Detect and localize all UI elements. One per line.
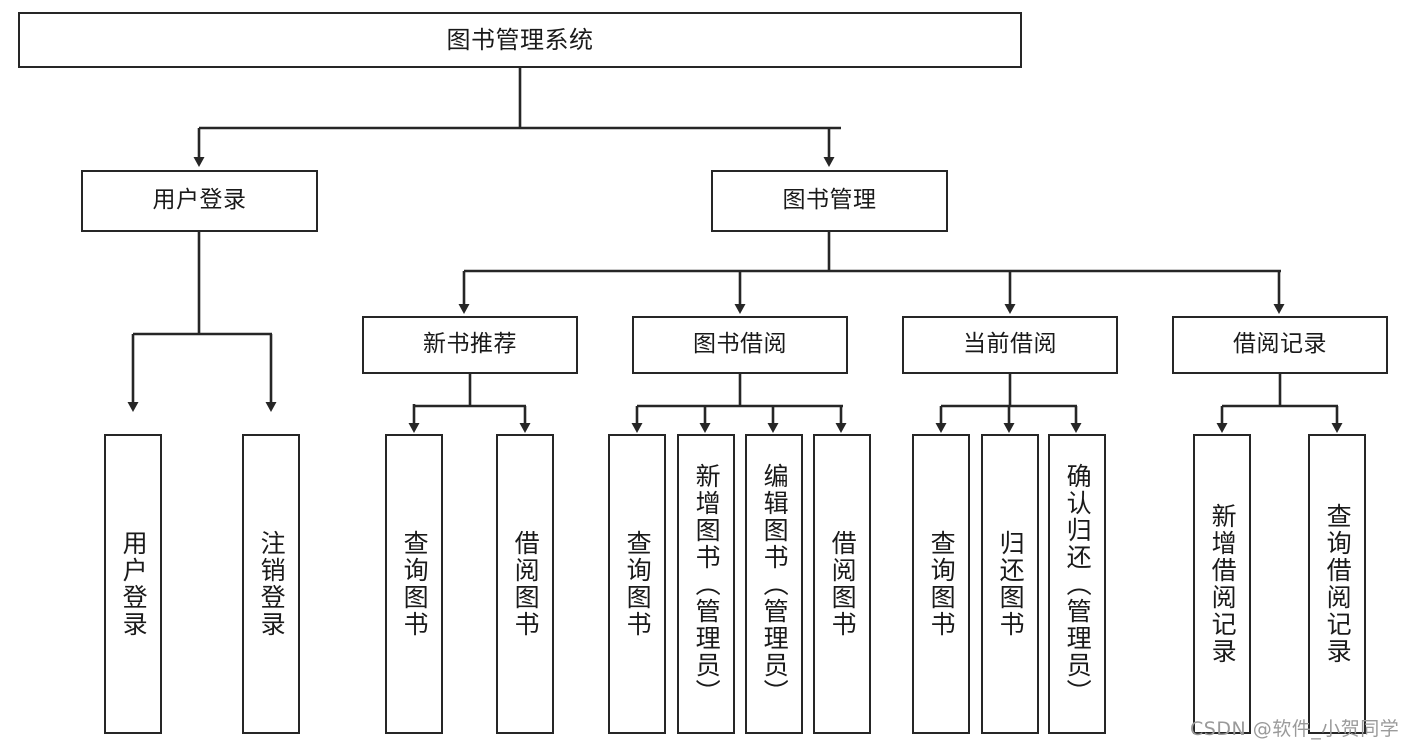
leaf-add-book-admin[interactable]: 新增图书（管理员） — [677, 434, 735, 734]
node-label: 图书借阅 — [693, 331, 787, 358]
node-user-login[interactable]: 用户登录 — [81, 170, 318, 232]
node-borrow-record[interactable]: 借阅记录 — [1172, 316, 1388, 374]
node-label: 归还图书 — [996, 530, 1026, 638]
node-label: 新增图书（管理员） — [692, 462, 722, 706]
node-label: 查询图书 — [623, 530, 653, 638]
leaf-query-book-current[interactable]: 查询图书 — [912, 434, 970, 734]
node-current-borrow[interactable]: 当前借阅 — [902, 316, 1118, 374]
leaf-add-borrow-record[interactable]: 新增借阅记录 — [1193, 434, 1251, 734]
leaf-query-book-borrow[interactable]: 查询图书 — [608, 434, 666, 734]
leaf-confirm-return-admin[interactable]: 确认归还（管理员） — [1048, 434, 1106, 734]
node-label: 查询图书 — [400, 530, 430, 638]
leaf-edit-book-admin[interactable]: 编辑图书（管理员） — [745, 434, 803, 734]
node-new-book-recommend[interactable]: 新书推荐 — [362, 316, 578, 374]
node-book-management[interactable]: 图书管理 — [711, 170, 948, 232]
node-label: 查询图书 — [927, 530, 957, 638]
leaf-query-borrow-record[interactable]: 查询借阅记录 — [1308, 434, 1366, 734]
node-label: 借阅记录 — [1233, 331, 1327, 358]
leaf-user-login[interactable]: 用户登录 — [104, 434, 162, 734]
node-label: 用户登录 — [119, 530, 149, 638]
node-label: 新书推荐 — [423, 331, 517, 358]
node-root-book-management-system[interactable]: 图书管理系统 — [18, 12, 1022, 68]
node-label: 确认归还（管理员） — [1063, 462, 1093, 706]
leaf-borrow-book[interactable]: 借阅图书 — [813, 434, 871, 734]
node-label: 图书管理 — [782, 187, 877, 214]
node-label: 查询借阅记录 — [1323, 503, 1353, 665]
node-label: 编辑图书（管理员） — [760, 462, 790, 706]
node-label: 图书管理系统 — [446, 25, 594, 54]
node-label: 新增借阅记录 — [1208, 503, 1238, 665]
leaf-logout[interactable]: 注销登录 — [242, 434, 300, 734]
node-label: 借阅图书 — [511, 530, 541, 638]
node-label: 注销登录 — [257, 530, 287, 638]
csdn-watermark: CSDN @软件_小贺同学 — [1190, 718, 1400, 740]
leaf-borrow-book-newbook[interactable]: 借阅图书 — [496, 434, 554, 734]
node-label: 用户登录 — [152, 187, 247, 214]
leaf-query-book-newbook[interactable]: 查询图书 — [385, 434, 443, 734]
node-book-borrow[interactable]: 图书借阅 — [632, 316, 848, 374]
node-label: 借阅图书 — [828, 530, 858, 638]
leaf-return-book[interactable]: 归还图书 — [981, 434, 1039, 734]
node-label: 当前借阅 — [963, 331, 1057, 358]
